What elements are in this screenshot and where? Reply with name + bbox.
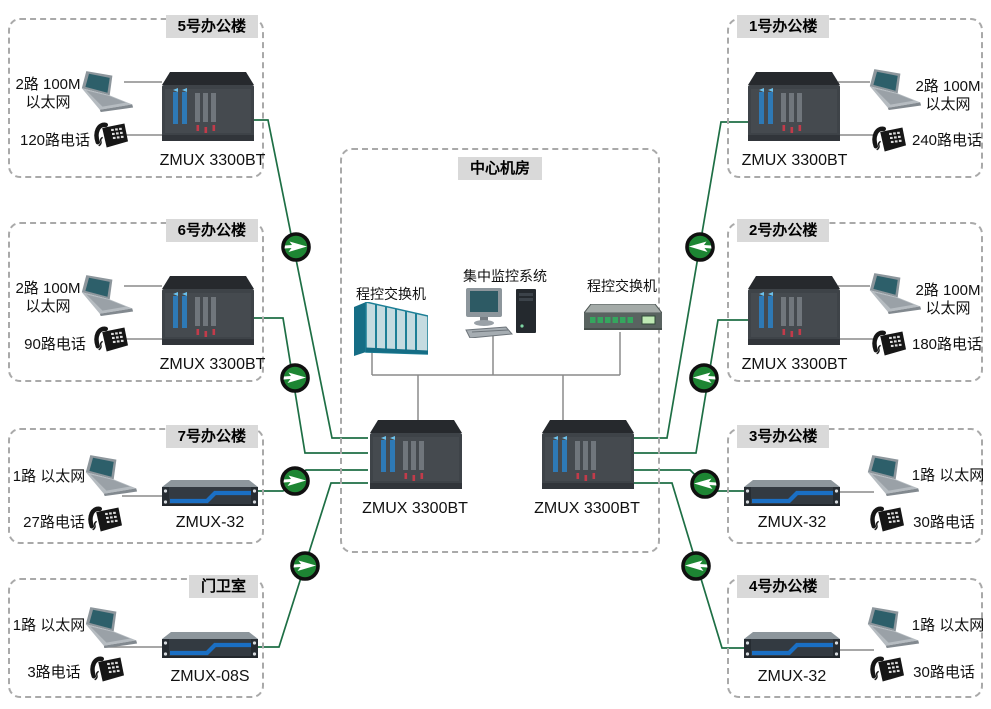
zmux-3300bt-device-icon [748, 72, 840, 148]
telephone-label: 180路电话 [911, 336, 983, 353]
ethernet-switch-icon [584, 304, 662, 334]
device-label: ZMUX 3300BT [741, 152, 848, 169]
ethernet-label: 1路 以太网 [12, 468, 86, 485]
device-label: ZMUX 3300BT [159, 152, 266, 169]
fiber-link-icon [280, 231, 312, 263]
pbx-right-label: 程控交换机 [587, 278, 657, 294]
zmux-3300bt-device-icon [162, 72, 254, 148]
telephone-label: 240路电话 [911, 132, 983, 149]
site-box-building1: 1号办公楼 ZMUX 3300BT 2路 100M 以太网 240路电话 [727, 15, 983, 178]
zmux-3300bt-device-icon [748, 276, 840, 352]
laptop-icon [84, 604, 138, 648]
site-title: 7号办公楼 [165, 425, 258, 448]
fiber-link-icon [289, 550, 321, 582]
ethernet-label: 2路 100M 以太网 [915, 282, 981, 317]
phone-icon [94, 120, 130, 152]
phone-icon [870, 654, 906, 686]
device-label: ZMUX-32 [175, 514, 245, 531]
phone-icon [90, 654, 126, 686]
fiber-link-icon [279, 465, 311, 497]
laptop-icon [80, 272, 134, 316]
site-title: 4号办公楼 [737, 575, 830, 598]
pbx-left-label: 程控交换机 [356, 286, 426, 302]
site-box-building3: 3号办公楼 ZMUX-32 1路 以太网 30路电话 [727, 425, 984, 544]
laptop-icon [80, 68, 134, 112]
ethernet-label: 1路 以太网 [911, 467, 985, 484]
zmux-3300bt-device-icon [542, 420, 634, 496]
device-label: ZMUX 3300BT [741, 356, 848, 373]
zmux-3300bt-device-icon [162, 276, 254, 352]
zmux-32-device-icon [162, 480, 258, 510]
site-title: 6号办公楼 [165, 219, 258, 242]
site-box-building6: 6号办公楼 2路 100M 以太网 90路电话 ZMUX 3300BT [8, 219, 265, 382]
telephone-label: 30路电话 [913, 664, 975, 681]
pbx-cabinet-icon [354, 302, 428, 358]
site-box-building7: 7号办公楼 1路 以太网 27路电话 ZMUX-32 [8, 425, 264, 544]
ethernet-label: 2路 100M 以太网 [915, 78, 981, 113]
site-title: 门卫室 [188, 575, 258, 598]
fiber-link-icon [680, 550, 712, 582]
site-title: 3号办公楼 [737, 425, 830, 448]
laptop-icon [84, 452, 138, 496]
phone-icon [872, 328, 908, 360]
fiber-link-icon [279, 362, 311, 394]
center-room-title: 中心机房 [457, 157, 543, 180]
telephone-label: 27路电话 [23, 514, 85, 531]
site-box-gatehouse: 门卫室 1路 以太网 3路电话 ZMUX-08S [8, 575, 264, 698]
site-box-building4: 4号办公楼 ZMUX-32 1路 以太网 30路电话 [727, 575, 984, 698]
site-title: 1号办公楼 [737, 15, 830, 38]
ethernet-label: 2路 100M 以太网 [15, 280, 81, 315]
zmux-3300bt-device-icon [370, 420, 462, 496]
zmux-08s-device-icon [162, 632, 258, 662]
fiber-link-icon [689, 468, 721, 500]
device-label: ZMUX 3300BT [159, 356, 266, 373]
telephone-label: 120路电话 [19, 132, 91, 149]
phone-icon [88, 504, 124, 536]
telephone-label: 90路电话 [24, 336, 86, 353]
zmux-32-device-icon [744, 480, 840, 510]
center-room-box: 中心机房 程控交换机 集中监控系统 程控交换机 ZMUX 3300BT ZMUX… [340, 148, 660, 553]
monitoring-system-label: 集中监控系统 [463, 268, 547, 284]
phone-icon [870, 504, 906, 536]
zmux-32-device-icon [744, 632, 840, 662]
site-box-building2: 2号办公楼 ZMUX 3300BT 2路 100M 以太网 180路电话 [727, 219, 983, 382]
fiber-link-icon [688, 362, 720, 394]
device-label: ZMUX-08S [170, 668, 250, 685]
ethernet-label: 1路 以太网 [12, 617, 86, 634]
mux-left-label: ZMUX 3300BT [362, 500, 468, 517]
ethernet-label: 2路 100M 以太网 [15, 76, 81, 111]
device-label: ZMUX-32 [757, 668, 827, 685]
phone-icon [872, 124, 908, 156]
phone-icon [94, 324, 130, 356]
copper-lines [104, 81, 876, 651]
mux-right-label: ZMUX 3300BT [534, 500, 640, 517]
fiber-link-icon [684, 231, 716, 263]
monitoring-pc-icon [464, 288, 544, 338]
ethernet-label: 1路 以太网 [911, 617, 985, 634]
telephone-label: 30路电话 [913, 514, 975, 531]
site-title: 2号办公楼 [737, 219, 830, 242]
site-title: 5号办公楼 [165, 15, 258, 38]
device-label: ZMUX-32 [757, 514, 827, 531]
telephone-label: 3路电话 [27, 664, 81, 681]
site-box-building5: 5号办公楼 2路 100M 以太网 120路电话 ZMUX 3300BT [8, 15, 265, 178]
